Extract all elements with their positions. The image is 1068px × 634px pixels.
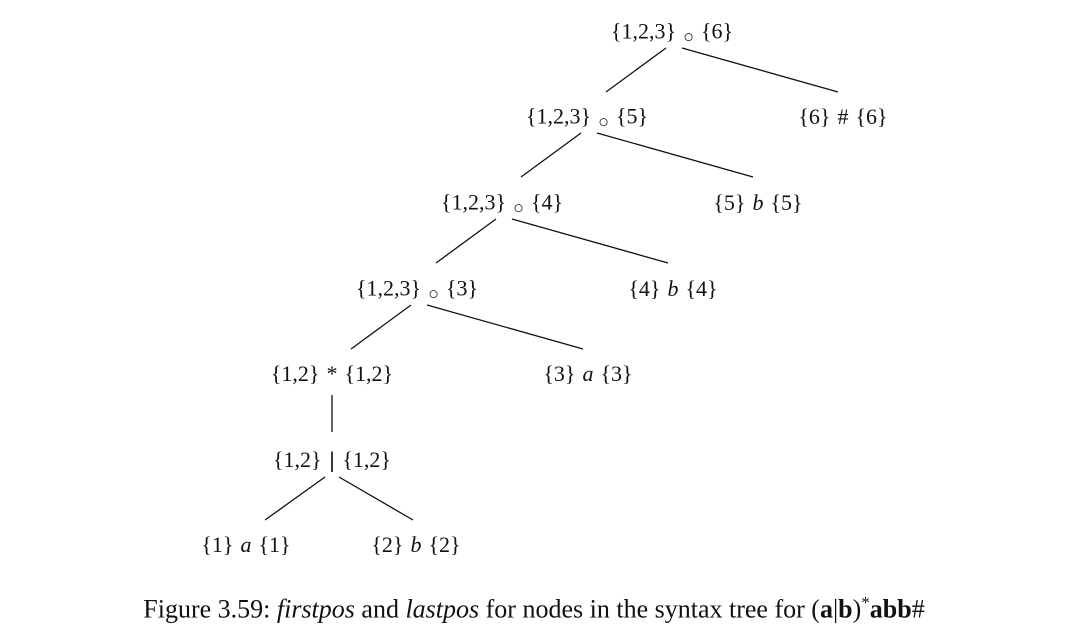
tree-node-n7: {1,2}*{1,2}	[271, 363, 393, 385]
firstpos-label: {4}	[628, 276, 661, 301]
regex-bar: |	[832, 594, 839, 624]
node-symbol: |	[328, 448, 336, 472]
firstpos-label: {1,2,3}	[610, 18, 677, 44]
tree-node-n3: {1,2,3} ○ {4}	[440, 189, 564, 218]
node-symbol: #	[837, 104, 849, 129]
lastpos-label: {4}	[530, 189, 564, 215]
tree-node-n6: {4}b{4}	[628, 278, 717, 300]
figure-caption: Figure 3.59: firstpos and lastpos for no…	[0, 588, 1068, 625]
firstpos-label: {1,2,3}	[355, 275, 422, 301]
edge-n0-n1	[605, 47, 667, 93]
lastpos-label: {1}	[258, 532, 291, 557]
edge-n1-n4	[596, 132, 754, 178]
edge-n9-n11	[338, 476, 414, 521]
caption-term-firstpos: firstpos	[276, 594, 355, 624]
tree-node-n8: {3}a{3}	[543, 363, 632, 385]
caption-term-lastpos: lastpos	[405, 594, 480, 624]
edge-n1-n3	[520, 132, 582, 178]
edge-n0-n2	[681, 47, 839, 93]
node-symbol: b	[752, 190, 764, 215]
tree-node-n11: {2}b{2}	[371, 534, 460, 556]
node-symbol: a	[240, 532, 252, 557]
lastpos-label: {5}	[770, 190, 803, 215]
tree-node-n1: {1,2,3} ○ {5}	[525, 103, 649, 132]
tree-node-n4: {5}b{5}	[713, 192, 802, 214]
lastpos-label: {3}	[445, 275, 479, 301]
firstpos-label: {1,2}	[270, 361, 320, 386]
lastpos-label: {4}	[685, 276, 718, 301]
firstpos-label: {3}	[543, 361, 576, 386]
tree-node-n10: {1}a{1}	[201, 534, 290, 556]
lastpos-label: {6}	[855, 104, 888, 129]
lastpos-label: {1,2}	[344, 361, 394, 386]
edge-n5-n7	[350, 304, 412, 350]
node-symbol: b	[667, 276, 679, 301]
node-symbol: ○	[598, 111, 609, 132]
firstpos-label: {1}	[201, 532, 234, 557]
edge-n3-n6	[511, 218, 669, 264]
firstpos-label: {5}	[713, 190, 746, 215]
regex-endmarker: #	[911, 594, 925, 624]
regex-abb: abb	[869, 594, 912, 624]
tree-node-n2: {6}#{6}	[798, 106, 887, 128]
regex-a: a	[819, 594, 833, 624]
regex-open-paren: (	[811, 594, 820, 624]
node-symbol: *	[326, 361, 338, 386]
regex-b: b	[838, 594, 853, 624]
tree-node-n0: {1,2,3} ○ {6}	[610, 18, 734, 47]
node-symbol: ○	[513, 197, 524, 218]
lastpos-label: {2}	[428, 532, 461, 557]
caption-prefix: Figure 3.59:	[143, 594, 277, 624]
firstpos-label: {2}	[371, 532, 404, 557]
tree-node-n5: {1,2,3} ○ {3}	[355, 275, 479, 304]
regex-star: *	[861, 593, 870, 612]
caption-middle: for nodes in the syntax tree for	[479, 594, 812, 624]
lastpos-label: {1,2}	[342, 447, 391, 472]
node-symbol: b	[410, 532, 422, 557]
caption-and: and	[354, 594, 406, 624]
firstpos-label: {1,2}	[273, 447, 322, 472]
edge-n9-n10	[264, 476, 326, 521]
firstpos-label: {6}	[798, 104, 831, 129]
node-symbol: ○	[428, 283, 439, 304]
regex-close-paren: )	[852, 594, 862, 624]
node-symbol: a	[582, 361, 594, 386]
lastpos-label: {6}	[700, 18, 734, 44]
tree-node-n9: {1,2}|{1,2}	[273, 447, 391, 472]
firstpos-label: {1,2,3}	[525, 103, 592, 129]
edge-n3-n5	[435, 218, 497, 264]
node-symbol: ○	[683, 26, 694, 47]
lastpos-label: {3}	[600, 361, 633, 386]
lastpos-label: {5}	[615, 103, 649, 129]
firstpos-label: {1,2,3}	[440, 189, 507, 215]
edge-n5-n8	[426, 304, 584, 350]
